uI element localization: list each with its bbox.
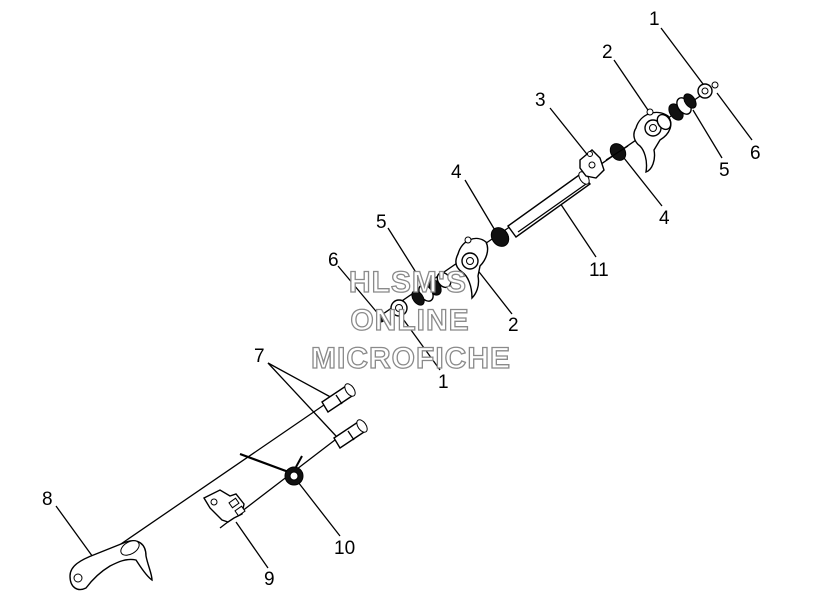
part-3-pin <box>587 151 593 157</box>
washer-1-top-hole <box>701 87 709 95</box>
callout-9: 9 <box>264 569 275 590</box>
leader-10 <box>297 481 341 537</box>
shift-shaft-11 <box>507 171 591 238</box>
callout-labels: 1 2 3 4 5 6 6 5 4 11 2 1 7 8 9 10 <box>42 9 761 590</box>
watermark: HLSM'S ONLINE MICROFICHE <box>310 265 511 375</box>
leader-9 <box>235 521 269 569</box>
leader-6-right <box>716 92 753 141</box>
spring-wire-10 <box>239 452 295 476</box>
watermark-line-1: HLSM'S <box>349 266 467 299</box>
lever-8-body <box>69 540 153 591</box>
shift-arm-9 <box>203 489 246 523</box>
fork-pin-top <box>646 108 654 116</box>
arm-9-tooth-a <box>228 497 240 509</box>
leader-6-left <box>337 265 381 317</box>
callout-5-left: 5 <box>376 212 387 233</box>
leader-7a <box>267 362 337 401</box>
leader-1-top <box>660 27 707 89</box>
callout-6-right: 6 <box>750 143 761 164</box>
leader-4-left <box>464 179 497 233</box>
spring-5-top-a <box>656 113 672 131</box>
pin-7a-head <box>344 383 356 397</box>
shaft-highlight <box>517 183 587 233</box>
fork-bore-mid <box>466 257 474 265</box>
callout-1-top: 1 <box>649 9 660 30</box>
leader-5-left <box>387 227 423 283</box>
callout-1-mid: 1 <box>438 372 449 393</box>
leader-3 <box>549 107 591 159</box>
ball-6-mid <box>376 313 386 323</box>
fork-pin-mid <box>464 236 472 244</box>
pin-7b-groove <box>347 430 355 441</box>
leader-5-right <box>692 109 723 159</box>
callout-11: 11 <box>589 260 609 281</box>
spring-4-right-axis <box>605 145 629 161</box>
spring-5-mid-d <box>411 290 425 306</box>
callout-3: 3 <box>535 90 546 111</box>
detent-assembly-right <box>579 143 629 179</box>
fork-bore-top <box>649 124 657 132</box>
middle-fork-assembly <box>376 227 510 323</box>
callout-2-top: 2 <box>602 42 613 63</box>
spring-10-tang <box>295 455 303 468</box>
callout-7: 7 <box>254 346 265 367</box>
lever-8 <box>69 540 153 591</box>
lever-8-boss <box>120 540 140 556</box>
watermark-line-3: MICROFICHE <box>311 342 511 375</box>
pin-7a-groove <box>335 394 343 405</box>
callout-4-right: 4 <box>659 208 670 229</box>
callout-4-left: 4 <box>451 162 462 183</box>
lever-8-hole <box>73 573 83 583</box>
spring-4-left <box>490 227 510 247</box>
callout-10: 10 <box>334 538 355 559</box>
ball-6-top <box>711 81 719 89</box>
leader-8 <box>55 505 99 565</box>
watermark-line-2: ONLINE <box>350 304 469 337</box>
callout-5-right: 5 <box>719 160 730 181</box>
shaft-body <box>507 172 591 238</box>
centerline-upper <box>114 393 341 549</box>
leader-7b <box>267 362 337 437</box>
spring-5-top-d <box>683 93 697 109</box>
torsion-spring-10 <box>284 455 304 486</box>
part-3-hole <box>588 161 596 169</box>
callout-8: 8 <box>42 489 53 510</box>
pins-7 <box>321 383 368 449</box>
leader-lines <box>55 27 753 569</box>
callout-2-mid: 2 <box>508 315 519 336</box>
arm-9-body <box>203 489 245 523</box>
pin-7b-head <box>356 419 368 433</box>
leader-4-right <box>623 157 663 207</box>
leader-11 <box>557 199 597 258</box>
leader-2-mid <box>475 267 513 315</box>
washer-1-mid-hole <box>395 304 403 312</box>
callout-6-left: 6 <box>328 250 339 271</box>
arm-9-hole <box>210 498 218 506</box>
leader-1-mid <box>397 311 441 371</box>
arm-9-tooth-b <box>234 505 246 517</box>
leader-2-top <box>613 59 653 117</box>
upper-fork-assembly <box>633 81 719 174</box>
spring-10-center <box>289 471 299 481</box>
